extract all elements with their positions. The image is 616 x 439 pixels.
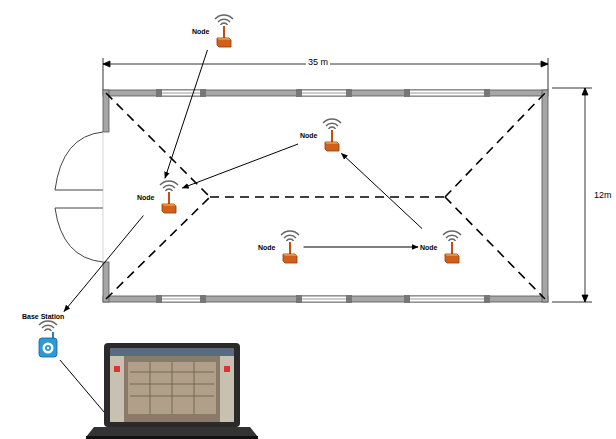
- sensor-icon: [278, 230, 302, 264]
- node-label: Base Station: [22, 313, 64, 320]
- sensor-node: Node: [300, 118, 344, 152]
- sensor-node: Node: [258, 230, 302, 264]
- node-label: Node: [192, 28, 210, 35]
- sensor-node: Node: [420, 230, 464, 264]
- signal-arrow: [341, 153, 422, 228]
- sensor-icon: [212, 14, 236, 48]
- signal-arrow: [182, 144, 298, 188]
- signal-arrow: [165, 50, 207, 178]
- node-label: Node: [258, 244, 276, 251]
- node-label: Node: [300, 132, 318, 139]
- sensor-icon: [320, 118, 344, 152]
- base-station-icon: [36, 320, 60, 358]
- laptop: [86, 343, 258, 439]
- sensor-node: Node: [192, 14, 236, 48]
- signal-arrow: [64, 216, 143, 312]
- sensor-icon: [157, 180, 181, 214]
- base-station: Base Station: [22, 313, 66, 358]
- sensor-icon: [440, 230, 464, 264]
- node-label: Node: [137, 194, 155, 201]
- dimension-label: 12m: [592, 190, 614, 200]
- signal-arrow: [304, 247, 419, 248]
- node-label: Node: [420, 244, 438, 251]
- sensor-node: Node: [137, 180, 181, 214]
- dimension-label: 35 m: [306, 57, 330, 67]
